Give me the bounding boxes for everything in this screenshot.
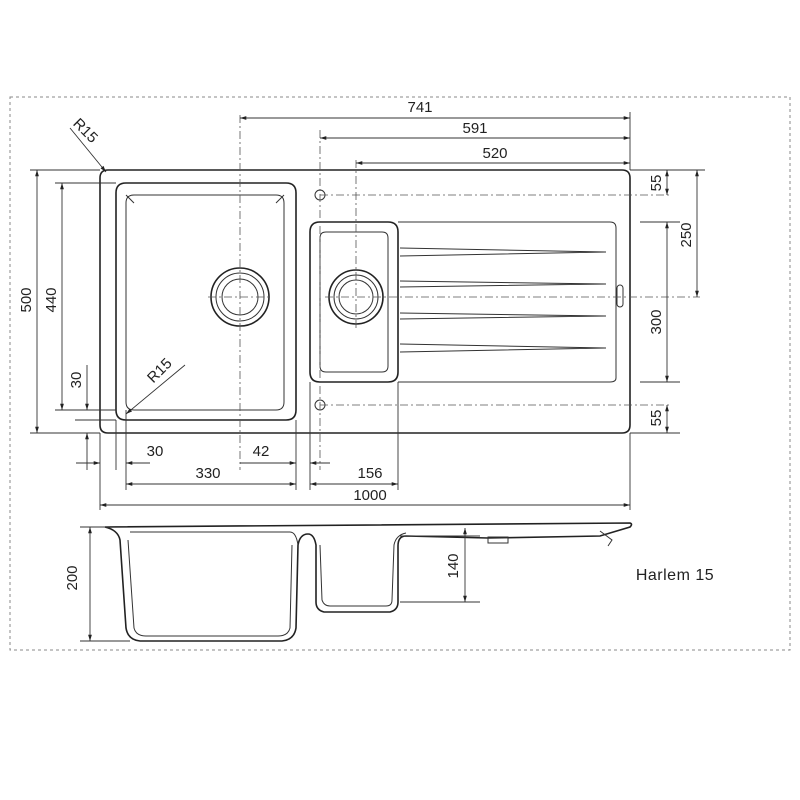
large-bowl-outer xyxy=(115,182,297,421)
dim-440: 440 xyxy=(43,287,60,312)
dim-200: 200 xyxy=(64,565,81,590)
large-bowl-inner xyxy=(125,194,285,411)
dim-42: 42 xyxy=(253,443,270,460)
model-name: Harlem 15 xyxy=(636,567,714,584)
dim-741: 741 xyxy=(407,99,432,116)
drainboard-grooves xyxy=(399,247,607,353)
drawing-frame xyxy=(9,96,791,651)
dim-300: 300 xyxy=(648,309,665,334)
dim-591: 591 xyxy=(462,120,487,137)
dim-250: 250 xyxy=(678,222,695,247)
small-bowl-inner xyxy=(319,231,389,373)
dim-30-left: 30 xyxy=(68,372,85,389)
dim-55-bottom: 55 xyxy=(648,410,665,427)
overflow-slot xyxy=(616,284,624,308)
dim-140: 140 xyxy=(445,553,462,578)
drainboard-area xyxy=(398,221,617,383)
dim-156: 156 xyxy=(357,465,382,482)
dim-55-top: 55 xyxy=(648,175,665,192)
dim-r15-inner: R15 xyxy=(144,355,175,386)
small-bowl-outer xyxy=(309,221,399,383)
dimension-labels: 741 591 520 55 250 300 55 500 440 30 R15… xyxy=(18,99,695,591)
dim-330: 330 xyxy=(195,465,220,482)
dim-520: 520 xyxy=(482,145,507,162)
side-profile xyxy=(80,522,633,642)
dim-1000: 1000 xyxy=(353,487,386,504)
profile-outline xyxy=(104,522,633,642)
sink-outline xyxy=(99,169,631,434)
dim-r15-top: R15 xyxy=(69,115,100,146)
dim-500: 500 xyxy=(18,287,35,312)
top-view xyxy=(99,115,700,470)
dim-30-bottom: 30 xyxy=(147,443,164,460)
dimension-lines xyxy=(30,112,705,510)
